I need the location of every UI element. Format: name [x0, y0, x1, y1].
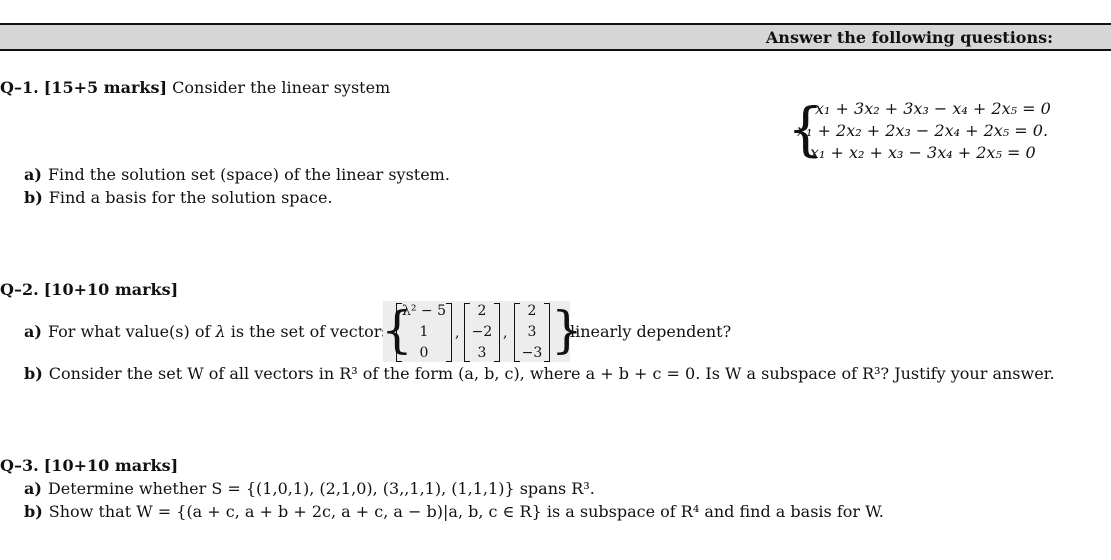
- q2-marks: [10+10 marks]: [43, 280, 179, 299]
- q1-equation-2: x₁ + 2x₂ + 2x₃ − 2x₄ + 2x₅ = 0.: [797, 121, 1049, 140]
- q3-marks: [10+10 marks]: [43, 456, 179, 475]
- q2-part-b-text: Consider the set W of all vectors in R³ …: [48, 364, 1055, 383]
- vector-2-entry-3: 3: [477, 345, 487, 361]
- q1-equation-1: x₁ + 3x₂ + 3x₃ − x₄ + 2x₅ = 0: [815, 99, 1051, 118]
- q2-part-a-label: a): [24, 322, 42, 341]
- header-bar: Answer the following questions:: [0, 23, 1111, 51]
- q1-heading: Q–1. [15+5 marks] Consider the linear sy…: [0, 78, 390, 97]
- q2-part-a-before: For what value(s) of: [47, 322, 211, 341]
- q1-part-b-label: b): [24, 188, 43, 207]
- q1-part-b-text: Find a basis for the solution space.: [48, 188, 333, 207]
- q1-equation-3: x₁ + x₂ + x₃ − 3x₄ + 2x₅ = 0: [810, 143, 1036, 162]
- vector-1-entry-3: 0: [419, 345, 429, 361]
- vector-3-entry-1: 2: [527, 303, 537, 319]
- q1-marks: [15+5 marks]: [43, 78, 168, 97]
- vector-2-entry-1: 2: [477, 303, 487, 319]
- vector-2: 2 −2 3: [464, 301, 500, 362]
- q3-part-b-text: Show that W = {(a + c, a + b + 2c, a + c…: [48, 502, 884, 521]
- q1-intro: Consider the linear system: [172, 78, 391, 97]
- system-brace: {: [787, 95, 824, 163]
- vector-3: 2 3 −3: [514, 301, 550, 362]
- q1-number: Q–1.: [0, 78, 39, 97]
- vector-1-entry-1: λ² − 5: [401, 303, 447, 319]
- vector-2-entry-2: −2: [471, 324, 493, 340]
- q3-part-a-text: Determine whether S = {(1,0,1), (2,1,0),…: [47, 479, 595, 498]
- q1-part-a-label: a): [24, 165, 42, 184]
- vector-3-entry-3: −3: [521, 345, 543, 361]
- q1-part-a: a) Find the solution set (space) of the l…: [24, 165, 450, 184]
- q2-heading: Q–2. [10+10 marks]: [0, 280, 178, 299]
- q3-part-a: a) Determine whether S = {(1,0,1), (2,1,0…: [24, 479, 595, 498]
- q2-part-a-middle: is the set of vectors: [230, 322, 390, 341]
- q3-number: Q–3.: [0, 456, 39, 475]
- vector-1: λ² − 5 1 0: [396, 301, 452, 362]
- q3-part-b-label: b): [24, 502, 43, 521]
- set-close-brace: }: [551, 301, 583, 359]
- header-title: Answer the following questions:: [765, 28, 1053, 47]
- q2-lambda: λ: [215, 322, 226, 341]
- vector-3-entry-2: 3: [527, 324, 537, 340]
- q1-part-a-text: Find the solution set (space) of the lin…: [47, 165, 450, 184]
- q2-number: Q–2.: [0, 280, 39, 299]
- q1-part-b: b) Find a basis for the solution space.: [24, 188, 333, 207]
- q2-part-b: b) Consider the set W of all vectors in R…: [24, 364, 1055, 383]
- q3-heading: Q–3. [10+10 marks]: [0, 456, 178, 475]
- q2-part-a-prefix: a) For what value(s) of λ is the set of v…: [24, 322, 390, 341]
- q2-part-b-label: b): [24, 364, 43, 383]
- q3-part-a-label: a): [24, 479, 42, 498]
- vector-set: { λ² − 5 1 0 , 2 −2 3 , 2 3 −3 }: [381, 301, 583, 362]
- q2-part-a-suffix: linearly dependent?: [570, 322, 732, 341]
- vector-1-entry-2: 1: [419, 324, 429, 340]
- q3-part-b: b) Show that W = {(a + c, a + b + 2c, a +…: [24, 502, 884, 521]
